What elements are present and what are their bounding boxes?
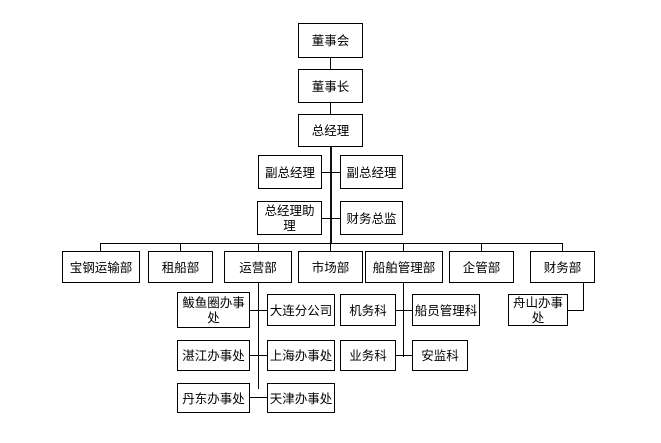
connector-bus-drop-baosteel (100, 243, 101, 251)
node-dept-operations[interactable]: 运营部 (224, 251, 292, 283)
node-dept-enterprise-management[interactable]: 企管部 (449, 251, 514, 283)
node-deputy-gm-left[interactable]: 副总经理 (258, 155, 322, 189)
connector-operations-shanghai (258, 355, 267, 356)
node-office-bayuquan[interactable]: 鲅鱼圈办事处 (177, 292, 250, 328)
connector-bus-drop-ship-management (403, 243, 404, 251)
node-finance-director[interactable]: 财务总监 (340, 201, 403, 235)
connector-ship-management-business (395, 355, 404, 356)
node-office-zhoushan[interactable]: 舟山办事处 (508, 294, 568, 326)
connector-ship-management-engineering (395, 310, 404, 311)
node-dept-finance[interactable]: 财务部 (530, 251, 595, 283)
connector-trunk-finance-director (331, 218, 340, 219)
node-dept-baosteel-transport[interactable]: 宝钢运输部 (62, 251, 140, 283)
connector-chairman-gm (330, 103, 331, 114)
connector-bus-drop-finance (562, 243, 563, 251)
connector-ship-management-safety (403, 355, 412, 356)
connector-bus-drop-enterprise (481, 243, 482, 251)
connector-department-bus (100, 243, 562, 244)
connector-board-chairman (330, 58, 331, 69)
connector-enterprise-zhoushan-vertical (583, 279, 584, 311)
node-general-manager[interactable]: 总经理 (298, 114, 363, 147)
node-section-safety-supervision[interactable]: 安监科 (412, 340, 468, 371)
node-office-shanghai[interactable]: 上海办事处 (267, 340, 335, 371)
connector-operations-bayuquan (250, 310, 259, 311)
connector-trunk-deputy-gm-right (331, 172, 340, 173)
connector-operations-zhanjiang (250, 355, 259, 356)
connector-ship-management-crew (403, 310, 412, 311)
node-gm-assistant[interactable]: 总经理助理 (257, 201, 322, 235)
connector-bus-drop-chartering (180, 243, 181, 251)
node-section-engineering[interactable]: 机务科 (340, 294, 396, 326)
node-branch-dalian[interactable]: 大连分公司 (267, 294, 335, 326)
connector-trunk-gm-assistant (322, 218, 331, 219)
node-board[interactable]: 董事会 (298, 23, 363, 58)
node-deputy-gm-right[interactable]: 副总经理 (340, 155, 403, 189)
node-dept-chartering[interactable]: 租船部 (148, 251, 213, 283)
connector-bus-drop-market (330, 243, 331, 251)
connector-operations-tianjin (258, 397, 267, 398)
node-section-business[interactable]: 业务科 (340, 340, 396, 371)
connector-main-trunk (330, 147, 332, 243)
connector-trunk-deputy-gm-left (322, 172, 331, 173)
connector-operations-dandong (250, 397, 259, 398)
connector-bus-drop-operations (258, 243, 259, 251)
connector-ship-management-subtrunk (403, 279, 404, 357)
node-dept-market[interactable]: 市场部 (298, 251, 363, 283)
node-dept-ship-management[interactable]: 船舶管理部 (365, 251, 443, 283)
node-chairman[interactable]: 董事长 (298, 69, 363, 103)
connector-enterprise-zhoushan-horizontal (568, 310, 584, 311)
node-section-crew-management[interactable]: 船员管理科 (412, 294, 480, 326)
connector-operations-dalian (258, 310, 267, 311)
node-office-zhanjiang[interactable]: 湛江办事处 (177, 340, 250, 371)
connector-operations-subtrunk (258, 279, 259, 389)
node-office-dandong[interactable]: 丹东办事处 (177, 383, 250, 413)
node-office-tianjin[interactable]: 天津办事处 (267, 383, 335, 413)
